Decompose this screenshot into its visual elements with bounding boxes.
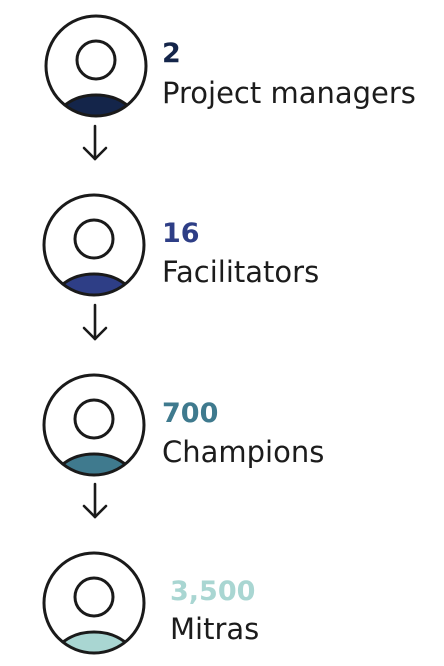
tier-value: 16 [162, 218, 200, 249]
tier-label: Mitras [170, 612, 259, 646]
person-icon [42, 373, 146, 477]
arrow-down-icon [82, 482, 108, 519]
person-icon [44, 14, 148, 118]
tier-value: 3,500 [170, 576, 255, 607]
person-icon [42, 551, 146, 655]
tier-value: 700 [162, 398, 218, 429]
arrow-down-icon [82, 124, 108, 161]
tier-project-managers: 2 Project managers [44, 14, 416, 118]
tier-facilitators: 16 Facilitators [42, 193, 319, 297]
arrow-down-icon [82, 303, 108, 341]
tier-label: Facilitators [162, 255, 319, 289]
tier-mitras: 3,500 Mitras [42, 551, 259, 655]
tier-champions: 700 Champions [42, 373, 324, 477]
tier-value: 2 [162, 38, 181, 69]
person-icon [42, 193, 146, 297]
tier-label: Champions [162, 435, 324, 469]
tier-label: Project managers [162, 76, 416, 110]
